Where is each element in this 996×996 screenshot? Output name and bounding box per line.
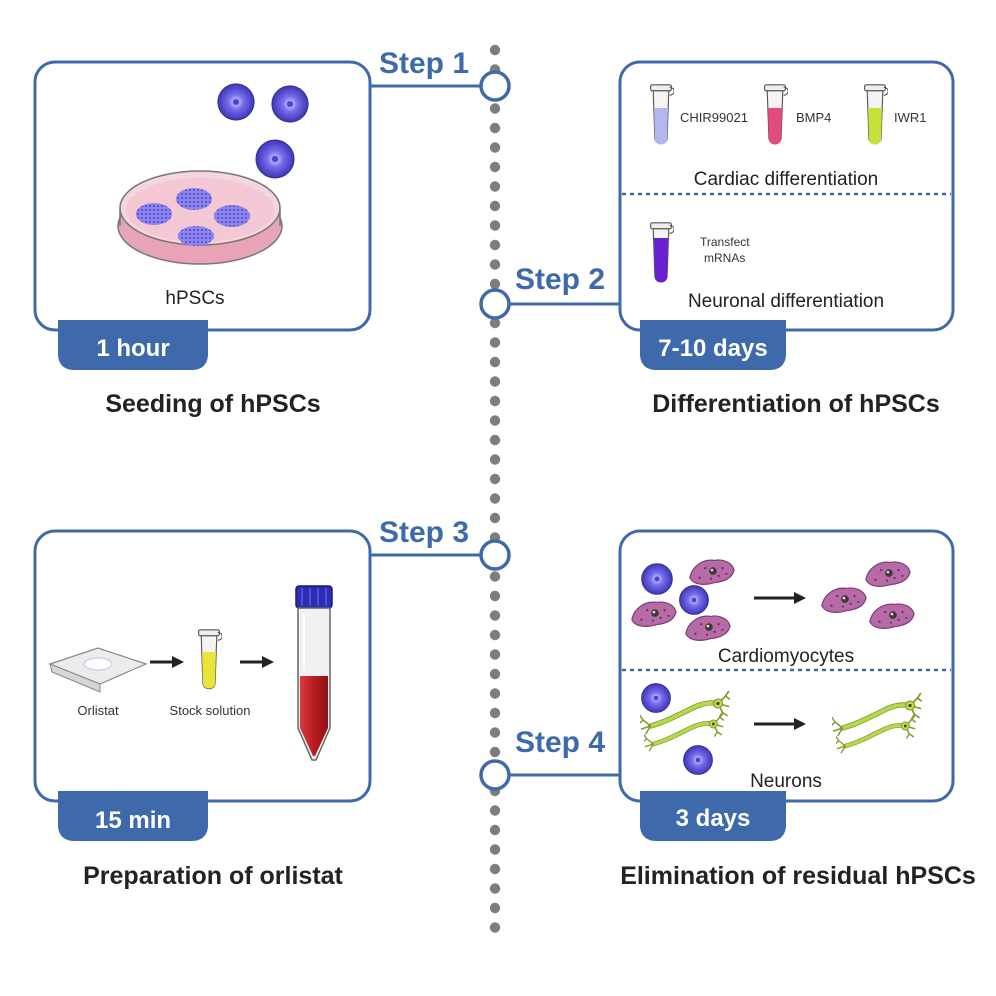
reagent-label: CHIR99021 (680, 110, 748, 125)
timeline-dot (489, 610, 501, 621)
chir99021-tube-icon (650, 84, 674, 145)
step1-duration: 1 hour (96, 335, 169, 362)
timeline-dot (489, 161, 501, 173)
neuronal-differentiation-label: Neuronal differentiation (688, 291, 884, 312)
step2-duration-tab: 7-10 days (640, 320, 786, 370)
step4-duration-tab: 3 days (640, 791, 786, 841)
step3-node (479, 539, 511, 571)
step2-panel: CHIR99021 BMP4 IWR1 Cardiac differentiat… (618, 60, 955, 332)
neurons-label: Neurons (750, 771, 822, 792)
timeline-dot (489, 44, 501, 56)
step2-caption: Differentiation of hPSCs (652, 390, 940, 418)
weighing-paper-icon (48, 647, 148, 693)
timeline-dot (489, 629, 501, 641)
step3-duration: 15 min (95, 807, 171, 834)
timeline-dot (489, 220, 501, 231)
timeline-dot (489, 103, 501, 114)
timeline-dot (489, 649, 501, 660)
timeline-dot (489, 668, 501, 680)
timeline-dot (489, 395, 501, 407)
timeline-dot (489, 434, 501, 446)
step1-duration-tab: 1 hour (58, 320, 208, 370)
step3-label: Step 3 (379, 516, 469, 549)
stock-solution-label: Stock solution (170, 703, 251, 718)
conical-tube-icon (295, 585, 333, 761)
cardiac-differentiation-label: Cardiac differentiation (694, 169, 878, 190)
step2-node (479, 288, 511, 320)
timeline-dots (489, 44, 501, 933)
timeline-dot (489, 746, 501, 758)
mrna-tube-icon (649, 222, 674, 283)
timeline-dot (489, 337, 501, 348)
petri-dish-icon (117, 170, 283, 265)
timeline-dot (489, 863, 501, 875)
timeline-dot (489, 376, 501, 387)
timeline-dot (489, 454, 501, 465)
timeline-dot (489, 727, 501, 738)
timeline-dot (489, 473, 501, 485)
step3-panel: Orlistat Stock solution (33, 529, 372, 803)
hpscs-label: hPSCs (165, 288, 224, 309)
timeline-dot (489, 181, 501, 192)
step4-caption: Elimination of residual hPSCs (620, 862, 976, 890)
timeline-dot (489, 356, 501, 368)
iwr1-tube-icon (864, 84, 888, 145)
stem-cell-icon (679, 585, 709, 615)
step2-duration: 7-10 days (658, 335, 767, 362)
timeline-dot (489, 902, 501, 914)
step1-node (479, 70, 511, 102)
timeline-dot (489, 317, 501, 329)
step4-label: Step 4 (515, 726, 605, 759)
arrow-icon (754, 592, 806, 604)
arrow-icon (754, 718, 806, 730)
arrow-icon (240, 656, 274, 668)
reagent-label: BMP4 (796, 110, 831, 125)
timeline-dot (489, 512, 501, 524)
cardiomyocytes-label: Cardiomyocytes (718, 646, 854, 667)
arrow-icon (150, 656, 184, 668)
mrnas-label: mRNAs (704, 251, 745, 265)
stem-cell-icon (641, 563, 673, 595)
timeline-dot (489, 590, 501, 602)
timeline-dot (489, 571, 501, 582)
timeline-dot (489, 142, 501, 153)
timeline-dot (489, 239, 501, 251)
orlistat-label: Orlistat (77, 703, 119, 718)
bmp4-tube-icon (764, 84, 788, 145)
step4-node (479, 759, 511, 791)
transfect-label: Transfect (700, 235, 750, 249)
timeline-dot (489, 259, 501, 270)
step3-caption: Preparation of orlistat (83, 862, 343, 890)
stem-cell-icon (271, 85, 309, 123)
stem-cell-icon (641, 683, 671, 713)
step4-panel: Cardiomyocytes Neurons (618, 529, 955, 803)
timeline-dot (489, 922, 501, 933)
timeline-dot (489, 844, 501, 855)
stock-tube-icon (197, 629, 222, 690)
timeline-dot (489, 805, 501, 816)
timeline-dot (489, 415, 501, 426)
stem-cell-icon (217, 83, 255, 121)
reagent-label: IWR1 (894, 110, 927, 125)
step4-duration: 3 days (676, 805, 751, 832)
timeline-dot (489, 883, 501, 894)
step3-duration-tab: 15 min (58, 791, 208, 841)
timeline-dot (489, 824, 501, 836)
stem-cell-icon (683, 745, 713, 775)
stem-cell-icon (255, 139, 295, 179)
timeline-dot (489, 688, 501, 699)
timeline-dot (489, 278, 501, 290)
timeline (370, 44, 620, 933)
timeline-dot (489, 122, 501, 134)
timeline-dot (489, 707, 501, 719)
step2-label: Step 2 (515, 263, 605, 296)
timeline-dot (489, 493, 501, 504)
step1-label: Step 1 (379, 47, 469, 80)
timeline-dot (489, 200, 501, 212)
step1-caption: Seeding of hPSCs (105, 390, 320, 418)
step1-panel: hPSCs (33, 60, 372, 332)
